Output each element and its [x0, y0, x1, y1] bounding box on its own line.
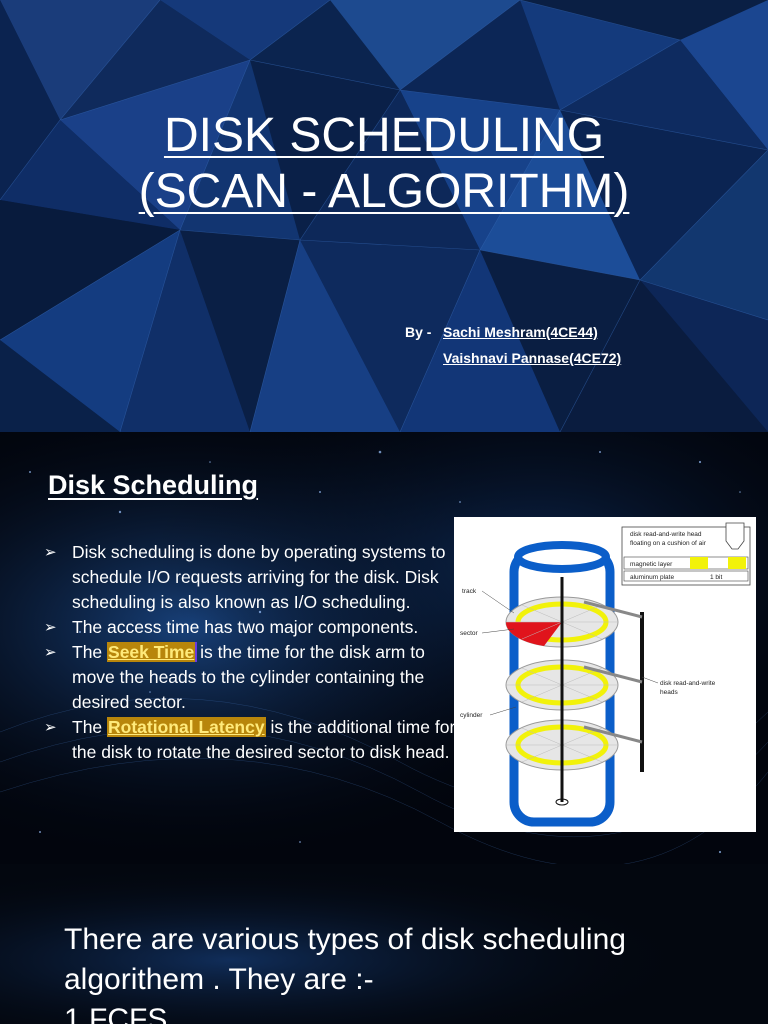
- list-item: ➢Disk scheduling is done by operating sy…: [44, 542, 446, 612]
- label-sector: sector: [460, 630, 479, 637]
- seek-time-highlight: Seek Time: [107, 642, 196, 662]
- section-heading: Disk Scheduling: [48, 470, 259, 500]
- title-line-2: (SCAN - ALGORITHM): [138, 165, 630, 218]
- label-magnetic: magnetic layer: [630, 561, 673, 568]
- types-line-3: 1.FCFS: [64, 1003, 168, 1024]
- list-item: ➢The access time has two major component…: [44, 615, 464, 640]
- types-slide: There are various types of disk scheduli…: [0, 864, 768, 1024]
- label-heads: disk read-and-write: [660, 680, 716, 687]
- types-line-1: There are various types of disk scheduli…: [64, 923, 626, 956]
- list-item: ➢The Rotational Latency is the additiona…: [44, 717, 456, 762]
- author-2: Vaishnavi Pannase(4CE72): [443, 350, 622, 366]
- space-background-2: [0, 864, 768, 1024]
- label-bit: 1 bit: [710, 574, 722, 581]
- arrow-bullet-icon: ➢: [44, 644, 57, 661]
- label-aluminum: aluminum plate: [630, 574, 674, 581]
- author-1: Sachi Meshram(4CE44): [443, 324, 598, 340]
- arrow-bullet-icon: ➢: [44, 719, 57, 736]
- title-line-1: DISK SCHEDULING: [163, 109, 605, 162]
- disk-structure-illustration: disk read-and-write head floating on a c…: [460, 522, 751, 827]
- arrow-bullet-icon: ➢: [44, 544, 57, 561]
- bullet-list: ➢Disk scheduling is done by operating sy…: [44, 540, 464, 765]
- content-slide: Disk Scheduling ➢Disk scheduling is done…: [0, 432, 768, 864]
- list-item: ➢The Seek Time is the time for the disk …: [44, 642, 425, 712]
- rotational-latency-highlight: Rotational Latency: [107, 717, 266, 737]
- types-line-2: algorithem . They are :-: [64, 963, 374, 996]
- title-slide: DISK SCHEDULING (SCAN - ALGORITHM) By - S…: [0, 0, 768, 432]
- types-text: There are various types of disk scheduli…: [64, 920, 744, 1024]
- label-track: track: [462, 588, 477, 595]
- polygon-background: [0, 0, 768, 432]
- label-cylinder: cylinder: [460, 712, 483, 719]
- arrow-bullet-icon: ➢: [44, 619, 57, 636]
- slide-title: DISK SCHEDULING (SCAN - ALGORITHM): [0, 108, 768, 220]
- label-heads-2: heads: [660, 689, 678, 696]
- by-label: By -: [405, 324, 432, 340]
- label-head-2: floating on a cushion of air: [630, 540, 707, 547]
- label-head: disk read-and-write head: [630, 531, 702, 538]
- authors-block: By - Sachi Meshram(4CE44) Vaishnavi Panna…: [405, 322, 621, 374]
- disk-diagram: disk read-and-write head floating on a c…: [454, 517, 756, 832]
